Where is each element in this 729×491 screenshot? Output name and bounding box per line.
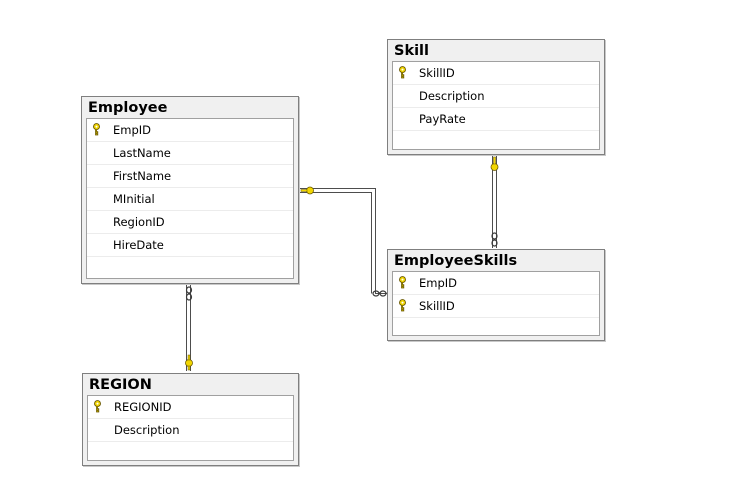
primary-key-icon [393, 295, 414, 317]
column-list: EmpID SkillID [392, 271, 600, 336]
table-title: REGION [89, 377, 152, 393]
column-list: EmpID LastName FirstName MInitial Region… [86, 118, 294, 279]
column-list: REGIONID Description [87, 395, 294, 461]
column-row[interactable]: SkillID [393, 295, 599, 318]
many-endpoint-icon [372, 290, 387, 297]
column-name: EmpID [113, 123, 152, 137]
column-name: RegionID [113, 215, 165, 229]
table-region[interactable]: REGION REGIONID Description [82, 373, 299, 466]
column-name: Description [419, 89, 485, 103]
column-row[interactable]: LastName [87, 142, 293, 165]
many-endpoint-icon [491, 232, 498, 247]
table-title: Employee [88, 100, 168, 116]
column-row[interactable]: MInitial [87, 188, 293, 211]
column-name: PayRate [419, 112, 466, 126]
column-row[interactable]: RegionID [87, 211, 293, 234]
column-list: SkillID Description PayRate [392, 61, 600, 150]
column-name: HireDate [113, 238, 164, 252]
column-name: Description [114, 423, 180, 437]
table-title: Skill [394, 43, 429, 59]
key-endpoint-icon [490, 156, 499, 171]
table-employeeskills[interactable]: EmployeeSkills EmpID SkillID [387, 249, 605, 341]
column-name: SkillID [419, 66, 455, 80]
column-name: LastName [113, 146, 171, 160]
primary-key-icon [393, 62, 414, 84]
primary-key-icon [87, 119, 108, 141]
key-endpoint-icon [185, 354, 193, 371]
column-row[interactable]: FirstName [87, 165, 293, 188]
column-name: EmpID [419, 276, 458, 290]
column-name: SkillID [419, 299, 455, 313]
column-row[interactable]: SkillID [393, 62, 599, 85]
table-title: EmployeeSkills [394, 253, 518, 269]
column-row[interactable]: EmpID [393, 272, 599, 295]
column-row[interactable]: REGIONID [88, 396, 293, 419]
table-skill[interactable]: Skill SkillID Description PayRate [387, 39, 605, 155]
column-row[interactable]: EmpID [87, 119, 293, 142]
column-row[interactable]: Description [88, 419, 293, 442]
many-endpoint-icon [185, 286, 193, 301]
column-row[interactable]: HireDate [87, 234, 293, 257]
key-endpoint-icon [300, 186, 314, 195]
column-row[interactable]: PayRate [393, 108, 599, 131]
column-name: MInitial [113, 192, 155, 206]
employee-employeeskills-line [300, 188, 388, 294]
column-name: REGIONID [114, 400, 172, 414]
column-name: FirstName [113, 169, 172, 183]
table-employee[interactable]: Employee EmpID LastName FirstName MIniti… [81, 96, 299, 284]
primary-key-icon [393, 272, 414, 294]
primary-key-icon [88, 396, 109, 418]
column-row[interactable]: Description [393, 85, 599, 108]
